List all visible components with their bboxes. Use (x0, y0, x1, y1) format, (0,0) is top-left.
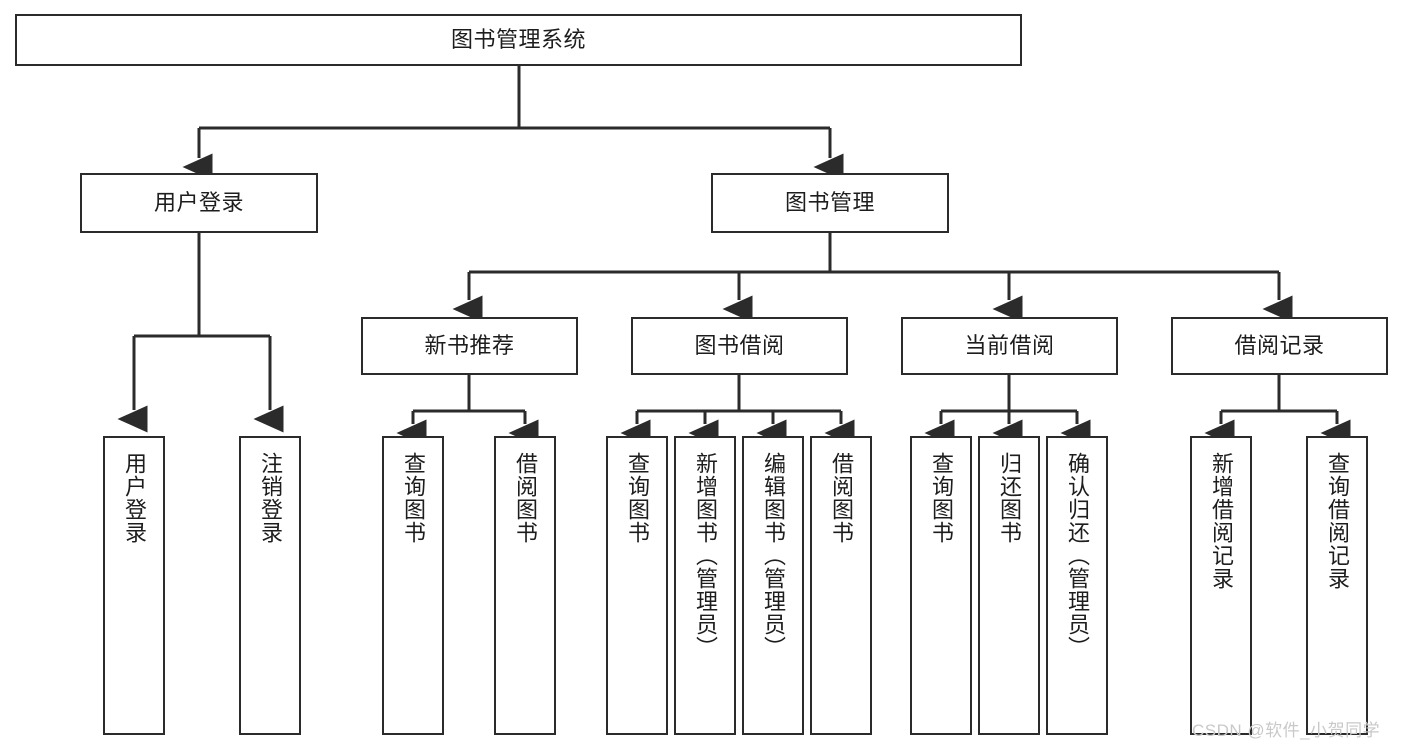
node-label: 查询图书 (400, 452, 426, 544)
leaf-current-borrow-confirm-return-admin[interactable]: 确认归还（管理员） (1046, 436, 1108, 735)
node-book-borrowing[interactable]: 图书借阅 (631, 317, 848, 375)
leaf-borrow-record-add-record[interactable]: 新增借阅记录 (1190, 436, 1252, 735)
node-user-login[interactable]: 用户登录 (80, 173, 318, 233)
node-label: 新增图书（管理员） (692, 452, 718, 659)
node-label: 图书管理系统 (450, 26, 586, 52)
node-label: 查询图书 (624, 452, 650, 544)
node-label: 图书管理 (784, 189, 875, 215)
leaf-book-borrow-query-book[interactable]: 查询图书 (606, 436, 668, 735)
leaf-current-borrow-return-book[interactable]: 归还图书 (978, 436, 1040, 735)
leaf-book-borrow-edit-book-admin[interactable]: 编辑图书（管理员） (742, 436, 804, 735)
node-label: 用户登录 (153, 189, 244, 215)
node-label: 图书借阅 (694, 332, 785, 358)
node-label: 借阅图书 (512, 452, 538, 544)
leaf-borrow-record-query-record[interactable]: 查询借阅记录 (1306, 436, 1368, 735)
node-label: 编辑图书（管理员） (760, 452, 786, 659)
node-book-management[interactable]: 图书管理 (711, 173, 949, 233)
leaf-book-borrow-borrow-book[interactable]: 借阅图书 (810, 436, 872, 735)
node-label: 当前借阅 (964, 332, 1055, 358)
node-label: 借阅图书 (828, 452, 854, 544)
node-label: 确认归还（管理员） (1064, 452, 1090, 659)
node-label: 查询借阅记录 (1324, 452, 1350, 590)
node-label: 查询图书 (928, 452, 954, 544)
leaf-book-borrow-add-book-admin[interactable]: 新增图书（管理员） (674, 436, 736, 735)
node-new-book-recommendation[interactable]: 新书推荐 (361, 317, 578, 375)
node-current-borrowing[interactable]: 当前借阅 (901, 317, 1118, 375)
node-label: 借阅记录 (1234, 332, 1325, 358)
node-label: 新书推荐 (424, 332, 515, 358)
leaf-new-book-borrow-book[interactable]: 借阅图书 (494, 436, 556, 735)
node-label: 注销登录 (257, 452, 283, 544)
leaf-current-borrow-query-book[interactable]: 查询图书 (910, 436, 972, 735)
leaf-user-login-login[interactable]: 用户登录 (103, 436, 165, 735)
node-label: 新增借阅记录 (1208, 452, 1234, 590)
node-root-library-management-system[interactable]: 图书管理系统 (15, 14, 1022, 66)
node-borrowing-record[interactable]: 借阅记录 (1171, 317, 1388, 375)
node-label: 归还图书 (996, 452, 1022, 544)
node-label: 用户登录 (121, 452, 147, 544)
leaf-new-book-query-book[interactable]: 查询图书 (382, 436, 444, 735)
leaf-user-login-logout[interactable]: 注销登录 (239, 436, 301, 735)
